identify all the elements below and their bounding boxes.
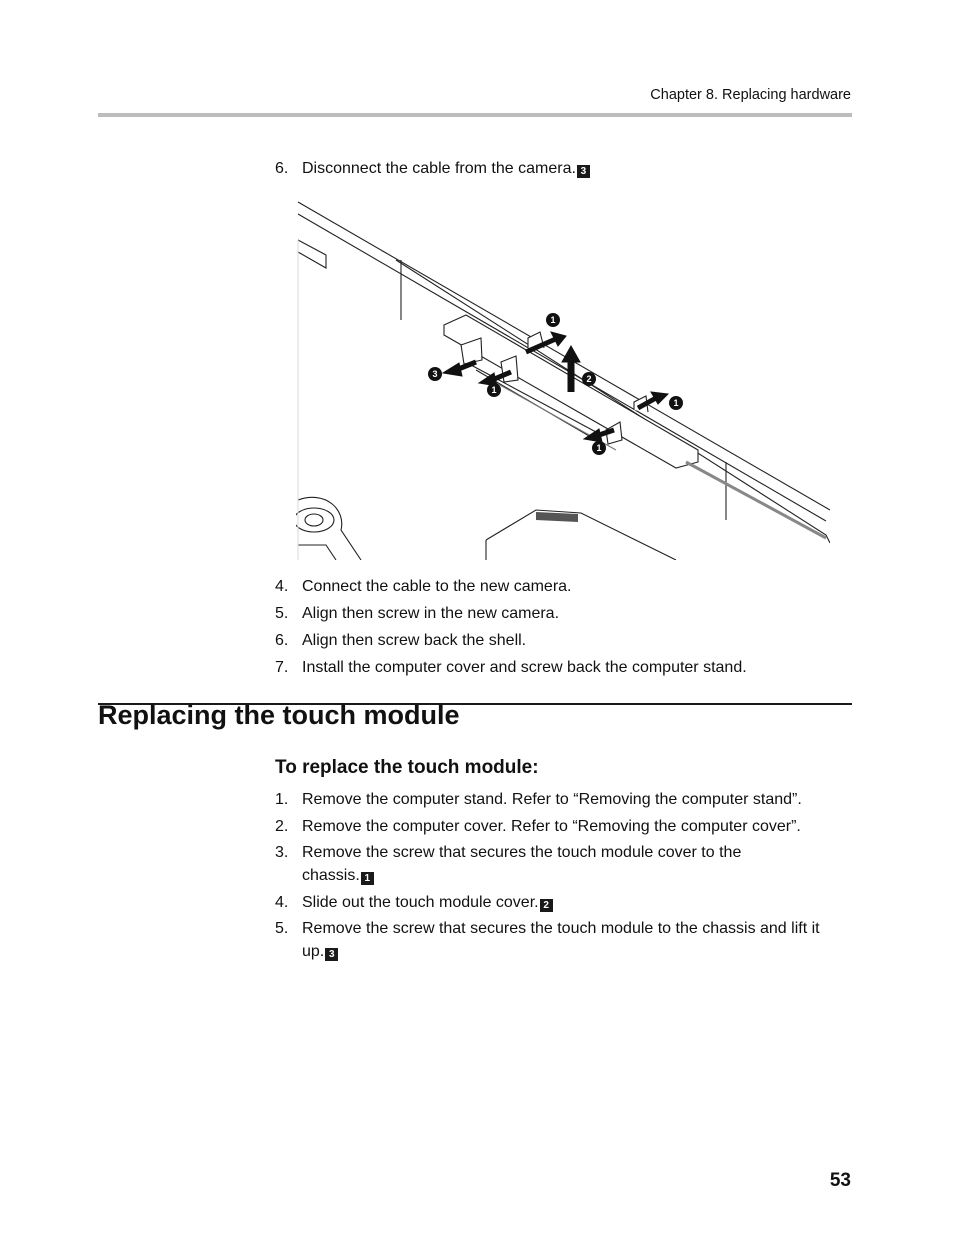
step-text: Install the computer cover and screw bac… — [302, 659, 747, 676]
callout-badge: 3 — [576, 165, 590, 178]
list-item: 4. Slide out the touch module cover.2 — [275, 891, 850, 914]
step-number: 3. — [275, 844, 289, 861]
step-text: Align then screw in the new camera. — [302, 605, 560, 622]
step-number: 2. — [275, 818, 289, 835]
step-number: 4. — [275, 578, 289, 595]
list-item: 3. Remove the screw that secures the tou… — [275, 841, 795, 887]
list-item: 6. Align then screw back the shell. — [275, 629, 850, 652]
step-text: Remove the computer cover. Refer to “Rem… — [302, 818, 801, 835]
step-number: 6. — [275, 632, 289, 649]
step-text: Connect the cable to the new camera. — [302, 578, 572, 595]
header-rule — [98, 113, 852, 117]
callout-badge: 2 — [539, 899, 553, 912]
step-number: 6. — [275, 160, 289, 177]
step-number: 4. — [275, 894, 289, 911]
page-number: 53 — [829, 1170, 851, 1191]
step-text: Remove the computer stand. Refer to “Rem… — [302, 791, 802, 808]
figure-callout: 2 — [586, 374, 591, 384]
section-rule — [98, 703, 852, 705]
step-text: Remove the screw that secures the touch … — [302, 920, 820, 960]
figure-callout: 1 — [550, 315, 555, 325]
callout-badge: 1 — [360, 872, 374, 885]
figure-callout: 1 — [491, 385, 496, 395]
list-item: 2. Remove the computer cover. Refer to “… — [275, 815, 850, 838]
figure-callout: 1 — [596, 443, 601, 453]
list-item: 5. Align then screw in the new camera. — [275, 602, 850, 625]
camera-removal-illustration: 1 1 1 1 2 3 — [296, 201, 830, 560]
section-title: Replacing the touch module — [98, 700, 460, 730]
step-text: Disconnect the cable from the camera. — [302, 160, 576, 177]
step-disconnect-cable: 6. Disconnect the cable from the camera.… — [275, 157, 850, 180]
list-item: 5. Remove the screw that secures the tou… — [275, 917, 840, 963]
list-item: 1. Remove the computer stand. Refer to “… — [275, 788, 850, 811]
step-number: 1. — [275, 791, 289, 808]
subsection-title: To replace the touch module: — [275, 757, 539, 778]
step-text: Remove the screw that secures the touch … — [302, 844, 742, 884]
callout-badge: 3 — [325, 948, 339, 961]
figure-callout: 3 — [432, 369, 437, 379]
figure-callout: 1 — [673, 398, 678, 408]
running-head: Chapter 8. Replacing hardware — [650, 87, 851, 103]
step-number: 5. — [275, 605, 289, 622]
step-text: Slide out the touch module cover. — [302, 894, 539, 911]
list-item: 7. Install the computer cover and screw … — [275, 656, 850, 679]
list-item: 4. Connect the cable to the new camera. — [275, 575, 850, 598]
step-number: 5. — [275, 920, 289, 937]
step-number: 7. — [275, 659, 289, 676]
step-text: Align then screw back the shell. — [302, 632, 527, 649]
